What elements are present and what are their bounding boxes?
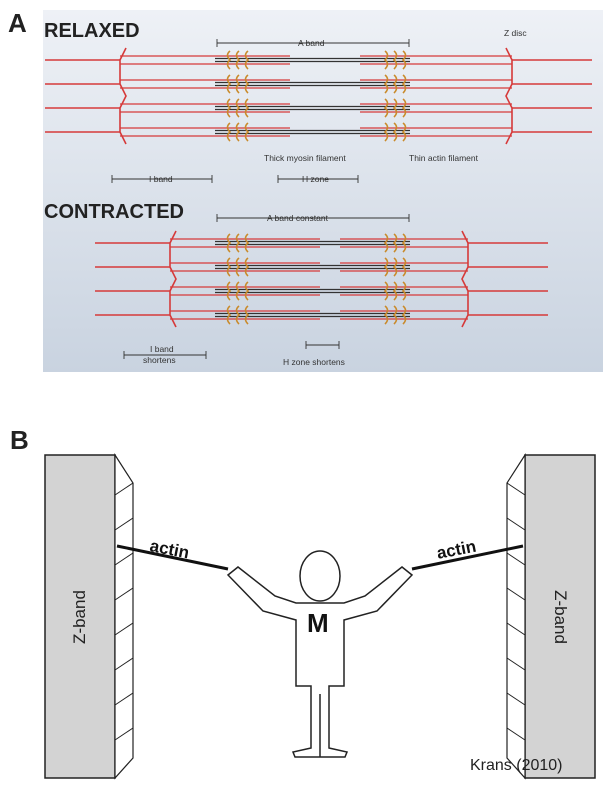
myosin-head xyxy=(244,233,250,253)
myosin-head xyxy=(401,257,407,277)
myosin-head xyxy=(392,257,398,277)
thin-actin-label: Thin actin filament xyxy=(409,153,478,163)
myosin-head xyxy=(383,233,389,253)
right-z-band-block xyxy=(506,452,596,780)
a-band-constant-label: A band constant xyxy=(267,213,328,223)
z-disc-left xyxy=(119,47,127,145)
myosin-head xyxy=(244,122,250,142)
myosin-head xyxy=(392,281,398,301)
myosin-head xyxy=(235,50,241,70)
myosin-head xyxy=(392,74,398,94)
myosin-head xyxy=(392,50,398,70)
contracted-label: CONTRACTED xyxy=(44,201,184,223)
a-band-label: A band xyxy=(298,38,325,48)
myosin-head xyxy=(244,50,250,70)
myosin-head xyxy=(401,50,407,70)
myosin-head xyxy=(226,281,232,301)
left-z-band-block xyxy=(44,452,134,780)
myosin-head xyxy=(383,98,389,118)
i-band-shortens-line2: shortens xyxy=(143,355,176,365)
myosin-head xyxy=(226,98,232,118)
myosin-head xyxy=(383,257,389,277)
myosin-head xyxy=(401,233,407,253)
myosin-head xyxy=(235,281,241,301)
myosin-head xyxy=(392,122,398,142)
myosin-head xyxy=(401,98,407,118)
myosin-head xyxy=(235,233,241,253)
myosin-head xyxy=(226,74,232,94)
myosin-head xyxy=(244,74,250,94)
myosin-head xyxy=(226,50,232,70)
m-line-figure xyxy=(226,550,414,758)
dimension-markers xyxy=(111,39,410,359)
z-disc-left xyxy=(169,230,177,328)
myosin-head xyxy=(226,257,232,277)
myosin-head xyxy=(383,305,389,325)
z-band-left-label: Z-band xyxy=(70,590,89,644)
z-band-right-label: Z-band xyxy=(551,590,570,644)
actin-rope-right xyxy=(411,544,524,571)
h-zone-shortens-label: H zone shortens xyxy=(283,357,345,367)
myosin-head xyxy=(401,305,407,325)
myosin-head xyxy=(401,122,407,142)
myosin-head xyxy=(244,98,250,118)
myosin-head xyxy=(244,281,250,301)
actin-rope-left xyxy=(116,544,229,571)
myosin-head xyxy=(401,74,407,94)
z-disc-label: Z disc xyxy=(504,28,527,38)
myosin-head xyxy=(235,122,241,142)
h-zone-label: H zone xyxy=(302,174,329,184)
myosin-head xyxy=(401,281,407,301)
myosin-head xyxy=(226,233,232,253)
myosin-head xyxy=(383,74,389,94)
myosin-head xyxy=(235,98,241,118)
citation: Krans (2010) xyxy=(470,757,563,774)
myosin-head xyxy=(383,50,389,70)
panel-b-letter: B xyxy=(10,425,29,455)
myosin-head xyxy=(235,257,241,277)
z-disc-right xyxy=(505,47,513,145)
m-label: M xyxy=(307,608,329,638)
z-disc-right xyxy=(461,230,469,328)
myosin-head xyxy=(226,305,232,325)
myosin-head xyxy=(244,305,250,325)
i-band-shortens-line1: I band xyxy=(150,344,174,354)
relaxed-label: RELAXED xyxy=(44,20,140,42)
myosin-head xyxy=(235,74,241,94)
myosin-head xyxy=(392,233,398,253)
myosin-head xyxy=(235,305,241,325)
myosin-head xyxy=(226,122,232,142)
thick-myosin-label: Thick myosin filament xyxy=(264,153,346,163)
i-band-label: I band xyxy=(149,174,173,184)
myosin-head xyxy=(392,98,398,118)
myosin-head xyxy=(392,305,398,325)
panel-a-letter: A xyxy=(8,8,27,38)
panel-a-background xyxy=(43,10,603,372)
relaxed-sarcomere xyxy=(45,47,592,145)
myosin-head xyxy=(383,281,389,301)
contracted-sarcomere xyxy=(95,230,548,328)
myosin-head xyxy=(383,122,389,142)
myosin-head xyxy=(244,257,250,277)
